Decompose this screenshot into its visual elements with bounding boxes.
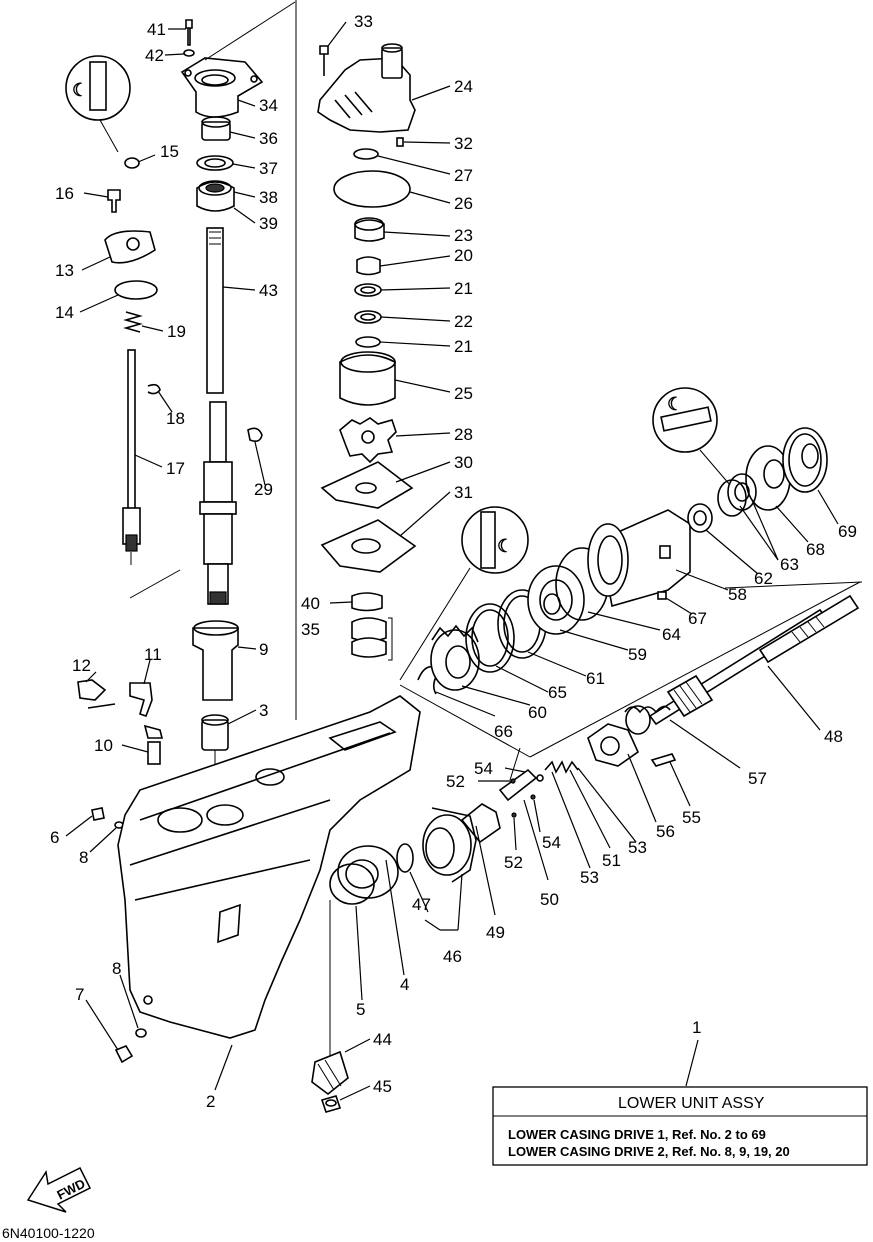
callout-12: 12 [72,656,91,675]
callout-8: 8 [79,848,88,867]
callout-27: 27 [454,166,473,185]
callout-48: 48 [824,727,843,746]
callout-43: 43 [259,281,278,300]
callout-53b: 53 [628,838,647,857]
callout-66: 66 [494,722,513,741]
reverse-gear-group: ☾ ☾ [399,387,828,695]
drive-shaft-group [180,19,264,830]
callout-49: 49 [486,923,505,942]
callout-54b: 54 [542,833,561,852]
grease-symbol-icon: ☾ [652,387,731,486]
callout-11: 11 [144,645,162,664]
leader-lines [65,21,839,1101]
callout-7: 7 [75,985,84,1004]
callout-22: 22 [454,312,473,331]
propeller-shaft-group [311,594,860,1113]
callout-41: 41 [147,20,166,39]
callout-4: 4 [400,975,409,994]
callout-54: 54 [474,759,493,778]
fwd-arrow-icon: FWD [26,1166,92,1213]
lower-casing [114,695,421,1064]
callout-17: 17 [166,459,185,478]
callout-42: 42 [145,46,164,65]
callout-32: 32 [454,134,473,153]
callout-50: 50 [540,890,559,909]
callout-1: 1 [692,1018,701,1037]
callout-31: 31 [454,483,473,502]
callout-53: 53 [580,868,599,887]
callout-59: 59 [628,645,647,664]
callout-labels: 41 42 34 36 37 38 39 15 16 13 14 19 43 1… [50,12,857,1111]
callout-13: 13 [55,261,74,280]
callout-10: 10 [94,736,113,755]
water-pump-group [317,43,417,661]
callout-29: 29 [254,480,273,499]
callout-40: 40 [301,594,320,613]
callout-21: 21 [454,279,473,298]
callout-68: 68 [806,540,825,559]
callout-15: 15 [160,142,179,161]
callout-33: 33 [354,12,373,31]
callout-45: 45 [373,1077,392,1096]
callout-39: 39 [259,214,278,233]
callout-44: 44 [373,1030,392,1049]
callout-26: 26 [454,194,473,213]
callout-69: 69 [838,522,857,541]
callout-2: 2 [206,1092,215,1111]
callout-30: 30 [454,453,473,472]
callout-57: 57 [748,769,767,788]
callout-56: 56 [656,822,675,841]
callout-51: 51 [602,851,621,870]
callout-8b: 8 [112,959,121,978]
callout-9: 9 [259,640,268,659]
callout-61: 61 [586,669,605,688]
callout-23: 23 [454,226,473,245]
callout-52b: 52 [504,853,523,872]
callout-34: 34 [259,96,278,115]
shift-rod-group: ☾ [65,55,164,829]
info-box-line-1: LOWER CASING DRIVE 1, Ref. No. 2 to 69 [508,1127,766,1142]
callout-65: 65 [548,683,567,702]
callout-18: 18 [166,409,185,428]
callout-47: 47 [412,895,431,914]
callout-19: 19 [167,322,186,341]
callout-28: 28 [454,425,473,444]
svg-text:☾: ☾ [497,536,513,556]
svg-text:☾: ☾ [72,80,88,100]
callout-58: 58 [728,585,747,604]
callout-63: 63 [780,555,799,574]
callout-20: 20 [454,246,473,265]
grease-symbol-icon: ☾ [65,55,131,153]
callout-52: 52 [446,772,465,791]
callout-37: 37 [259,159,278,178]
callout-62: 62 [754,569,773,588]
lower-unit-info-box: 1 LOWER UNIT ASSY LOWER CASING DRIVE 1, … [492,1018,868,1166]
callout-16: 16 [55,184,74,203]
callout-64: 64 [662,625,681,644]
callout-36: 36 [259,129,278,148]
figure-code: 6N40100-1220 [2,1225,95,1241]
info-box-line-2: LOWER CASING DRIVE 2, Ref. No. 8, 9, 19,… [508,1144,790,1159]
svg-text:☾: ☾ [667,394,683,414]
callout-67: 67 [688,609,707,628]
callout-46: 46 [443,947,462,966]
info-box-title: LOWER UNIT ASSY [618,1095,765,1112]
callout-5: 5 [356,1000,365,1019]
callout-3: 3 [259,701,268,720]
grease-symbol-icon: ☾ [399,506,529,681]
callout-21b: 21 [454,337,473,356]
guide-lines [129,0,863,1060]
callout-35: 35 [301,620,320,639]
callout-14: 14 [55,303,74,322]
callout-60: 60 [528,703,547,722]
callout-6: 6 [50,828,59,847]
callout-25: 25 [454,384,473,403]
callout-38: 38 [259,188,278,207]
callout-55: 55 [682,808,701,827]
callout-24: 24 [454,77,473,96]
